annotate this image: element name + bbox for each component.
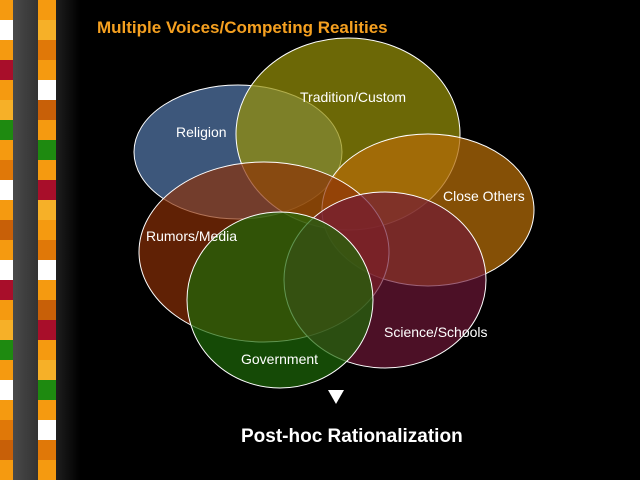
stripe — [0, 220, 13, 241]
stripe — [0, 40, 13, 61]
stripe — [0, 280, 13, 301]
stripe — [0, 60, 13, 81]
stripe — [38, 40, 56, 61]
stripe — [38, 400, 56, 421]
conclusion-text: Post-hoc Rationalization — [241, 426, 463, 447]
stripe — [0, 120, 13, 141]
stripe — [38, 260, 56, 281]
voice-ellipse-government — [186, 211, 374, 389]
stripe — [38, 440, 56, 461]
voice-label-close-others: Close Others — [443, 188, 525, 204]
stripe — [0, 320, 13, 341]
stripe — [38, 160, 56, 181]
stripe — [38, 20, 56, 41]
slide-title: Multiple Voices/Competing Realities — [97, 18, 388, 37]
stripe — [38, 0, 56, 21]
stripe — [0, 300, 13, 321]
stripe — [38, 100, 56, 121]
stripe — [38, 280, 56, 301]
stripe — [0, 460, 13, 480]
stripe — [38, 460, 56, 480]
voice-label-religion: Religion — [176, 124, 227, 140]
stripe — [0, 440, 13, 461]
voice-label-rumors-media: Rumors/Media — [146, 228, 237, 244]
stripe — [38, 240, 56, 261]
voice-label-science-schools: Science/Schools — [384, 324, 488, 340]
stripe — [38, 80, 56, 101]
stripe — [0, 360, 13, 381]
stripe — [38, 340, 56, 361]
stripe — [38, 360, 56, 381]
decorative-left-strip — [0, 0, 80, 480]
stripe — [0, 180, 13, 201]
stripe — [38, 120, 56, 141]
stripe — [0, 80, 13, 101]
stripe — [38, 300, 56, 321]
stripe — [38, 380, 56, 401]
stripe — [38, 220, 56, 241]
stripe — [38, 180, 56, 201]
stripe — [0, 420, 13, 441]
stripe — [38, 60, 56, 81]
voice-label-government: Government — [241, 351, 318, 367]
stripe — [0, 20, 13, 41]
stripe — [0, 380, 13, 401]
voice-label-tradition: Tradition/Custom — [300, 89, 406, 105]
stripe — [38, 420, 56, 441]
stripe — [0, 100, 13, 121]
stripe — [38, 320, 56, 341]
stripe — [0, 140, 13, 161]
stripe — [0, 340, 13, 361]
stripe — [38, 200, 56, 221]
stripe — [38, 140, 56, 161]
down-arrow-icon — [328, 390, 344, 404]
stripe — [0, 160, 13, 181]
stripe — [0, 200, 13, 221]
stripe — [0, 0, 13, 21]
stripe — [0, 400, 13, 421]
stripe — [0, 260, 13, 281]
stripe — [0, 240, 13, 261]
